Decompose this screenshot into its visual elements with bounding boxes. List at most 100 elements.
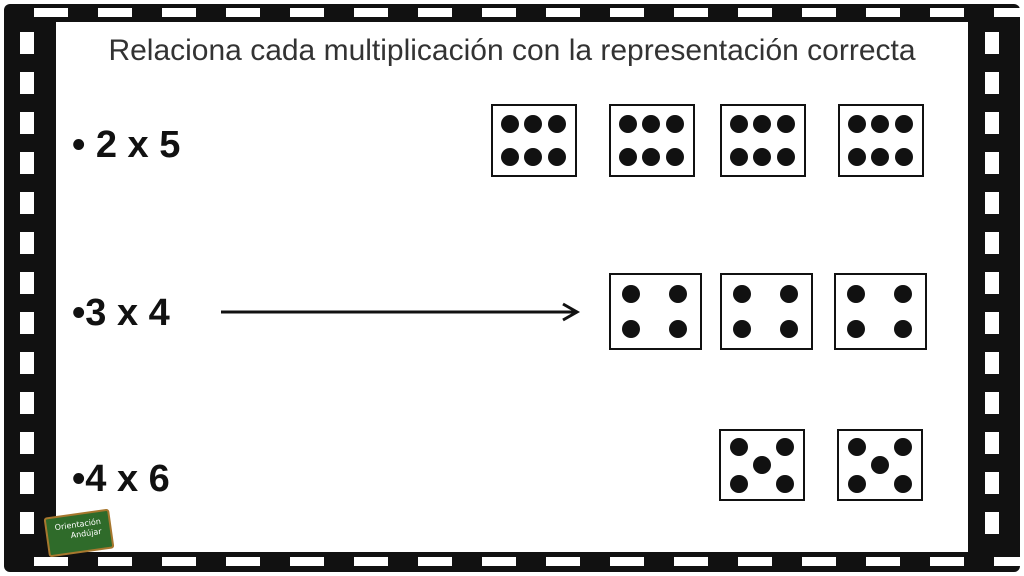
- perforation: [610, 557, 644, 566]
- dot: [666, 148, 684, 166]
- perforation: [482, 8, 516, 17]
- perforation: [674, 8, 708, 17]
- dot: [780, 320, 798, 338]
- die-five-dots[interactable]: [719, 429, 805, 501]
- die-six-dots[interactable]: [720, 104, 806, 177]
- dot: [619, 115, 637, 133]
- dot: [622, 320, 640, 338]
- perforation: [994, 8, 1024, 17]
- dot: [871, 115, 889, 133]
- dot: [642, 115, 660, 133]
- dot: [894, 438, 912, 456]
- dot: [730, 115, 748, 133]
- perforation: [418, 8, 452, 17]
- dot: [777, 148, 795, 166]
- perforation: [34, 557, 68, 566]
- perforation: [34, 8, 68, 17]
- perforation: [20, 432, 34, 454]
- dot: [524, 115, 542, 133]
- die-six-dots[interactable]: [838, 104, 924, 177]
- perforation: [985, 32, 999, 54]
- die-five-dots[interactable]: [837, 429, 923, 501]
- dot: [780, 285, 798, 303]
- perforation: [20, 312, 34, 334]
- die-four-dots[interactable]: [720, 273, 813, 350]
- perforation: [674, 557, 708, 566]
- perforation: [354, 557, 388, 566]
- perforation: [985, 112, 999, 134]
- perforation: [20, 192, 34, 214]
- perforation: [985, 392, 999, 414]
- dot: [730, 148, 748, 166]
- perforation: [985, 432, 999, 454]
- perforation: [20, 392, 34, 414]
- perforation: [20, 272, 34, 294]
- dot: [848, 148, 866, 166]
- multiplication-4x6: •4 x 6: [72, 458, 170, 500]
- dot: [753, 456, 771, 474]
- dot: [753, 148, 771, 166]
- perforation: [930, 557, 964, 566]
- die-four-dots[interactable]: [834, 273, 927, 350]
- dot: [642, 148, 660, 166]
- die-six-dots[interactable]: [609, 104, 695, 177]
- perforation: [20, 352, 34, 374]
- dot: [848, 115, 866, 133]
- perforation: [20, 512, 34, 534]
- perforation: [162, 8, 196, 17]
- dot: [848, 438, 866, 456]
- perforation: [20, 32, 34, 54]
- perforation: [985, 472, 999, 494]
- perforation: [20, 152, 34, 174]
- perforation: [226, 557, 260, 566]
- perforation: [738, 8, 772, 17]
- perforation: [290, 557, 324, 566]
- perforation: [482, 557, 516, 566]
- die-four-dots[interactable]: [609, 273, 702, 350]
- perforation: [226, 8, 260, 17]
- dot: [777, 115, 795, 133]
- perforation: [546, 557, 580, 566]
- perforation: [20, 72, 34, 94]
- dot: [753, 115, 771, 133]
- dot: [548, 148, 566, 166]
- dot: [847, 285, 865, 303]
- perforation: [994, 557, 1024, 566]
- perforation: [610, 8, 644, 17]
- dot: [666, 115, 684, 133]
- dot: [501, 148, 519, 166]
- perforation: [985, 192, 999, 214]
- perforation: [20, 472, 34, 494]
- dot: [548, 115, 566, 133]
- perforation: [546, 8, 580, 17]
- dot: [669, 285, 687, 303]
- dot: [733, 285, 751, 303]
- dot: [895, 148, 913, 166]
- perforation: [930, 8, 964, 17]
- dot: [871, 456, 889, 474]
- multiplication-3x4: •3 x 4: [72, 292, 170, 334]
- dot: [730, 438, 748, 456]
- perforation: [354, 8, 388, 17]
- perforation: [290, 8, 324, 17]
- dot: [776, 438, 794, 456]
- perforation: [985, 272, 999, 294]
- dot: [847, 320, 865, 338]
- dot: [733, 320, 751, 338]
- dot: [894, 475, 912, 493]
- perforation: [866, 557, 900, 566]
- dot: [622, 285, 640, 303]
- perforation: [985, 312, 999, 334]
- page-title: Relaciona cada multiplicación con la rep…: [108, 34, 916, 67]
- perforation: [985, 72, 999, 94]
- dot: [669, 320, 687, 338]
- perforation: [866, 8, 900, 17]
- die-six-dots[interactable]: [491, 104, 577, 177]
- matching-arrow: [221, 302, 581, 322]
- perforation: [985, 232, 999, 254]
- dot: [848, 475, 866, 493]
- perforation: [985, 152, 999, 174]
- dot: [730, 475, 748, 493]
- perforation: [20, 112, 34, 134]
- multiplication-2x5: • 2 x 5: [72, 124, 181, 166]
